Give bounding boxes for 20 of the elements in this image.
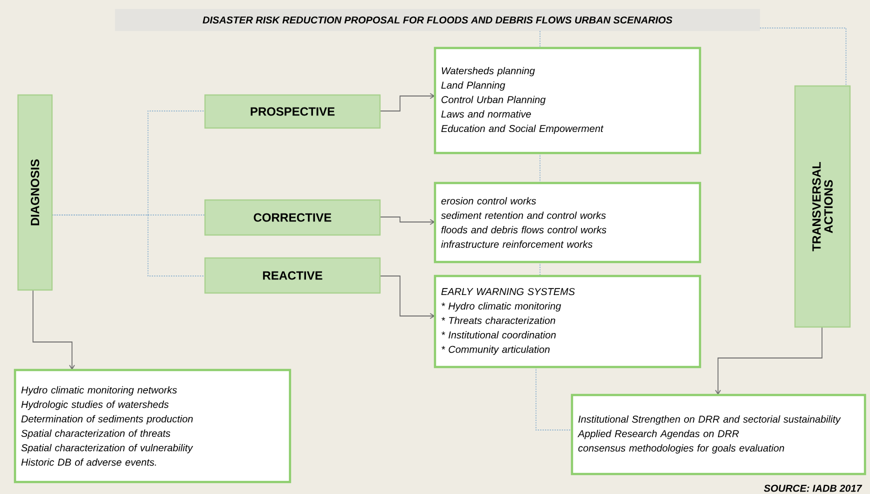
list-box: Hydro climatic monitoring networks Hydrologic studies of watersheds Determination of sediments production Spatial characterization of threats Spatial characterization of vulnerability Historic DB of adverse events.	[14, 368, 292, 484]
category-box: DIAGNOSIS	[17, 94, 53, 291]
list-box: erosion control works sediment retention and control works floods and debris flows control works infrastructure reinforcement works	[434, 182, 702, 264]
category-box: PROSPECTIVE	[204, 94, 381, 129]
arrow	[32, 290, 75, 370]
list-box: Institutional Strengthen on DRR and sectorial sustainability Applied Research Agendas on DRR consensus methodologies for goals evaluation	[570, 394, 866, 476]
connector-line	[760, 28, 846, 86]
arrow	[380, 216, 435, 225]
arrow	[380, 93, 435, 112]
category-box: CORRECTIVE	[204, 199, 381, 236]
title-band: DISASTER RISK REDUCTION PROPOSAL FOR FLOODS AND DEBRIS FLOWS URBAN SCENARIOS	[115, 9, 760, 31]
connector-line	[52, 214, 206, 276]
list-box: EARLY WARNING SYSTEMS * Hydro climatic monitoring * Threats characterization * Institutional coordination * Community articulation	[434, 274, 702, 368]
category-box: TRANSVERSAL ACTIONS	[794, 85, 851, 328]
arrow	[715, 326, 822, 395]
source-note: SOURCE: IADB 2017	[764, 484, 862, 492]
category-box: REACTIVE	[204, 257, 381, 294]
connector-line	[536, 366, 572, 430]
arrow	[380, 276, 435, 319]
list-box: Watersheds planning Land Planning Control Urban Planning Laws and normative Education and Social Empowerment	[434, 46, 702, 154]
